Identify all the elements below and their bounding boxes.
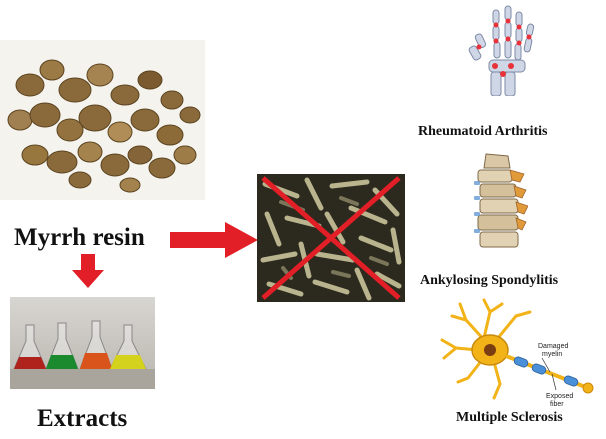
resin-icon — [0, 40, 205, 200]
resin-label: Myrrh resin — [14, 224, 145, 251]
arrow-down-icon — [72, 254, 104, 288]
ra-label: Rheumatoid Arthritis — [418, 124, 548, 139]
neuron-icon: Damaged myelin Exposed fiber — [438, 298, 598, 408]
damaged-myelin-text: Damaged — [538, 343, 568, 350]
hand-skeleton-icon — [465, 4, 545, 96]
extracts-label: Extracts — [37, 405, 128, 432]
extracts-photo — [10, 297, 155, 389]
exposed-fiber-text: Exposed — [546, 393, 573, 400]
svg-text:fiber: fiber — [550, 401, 564, 408]
ms-label: Multiple Sclerosis — [456, 410, 563, 425]
spine-icon — [470, 152, 528, 252]
red-cross-icon — [257, 174, 405, 302]
resin-photo — [0, 40, 205, 200]
arrow-right-icon — [170, 222, 258, 258]
svg-text:myelin: myelin — [542, 351, 562, 358]
flasks-icon — [10, 297, 155, 389]
as-label: Ankylosing Spondylitis — [420, 273, 559, 288]
